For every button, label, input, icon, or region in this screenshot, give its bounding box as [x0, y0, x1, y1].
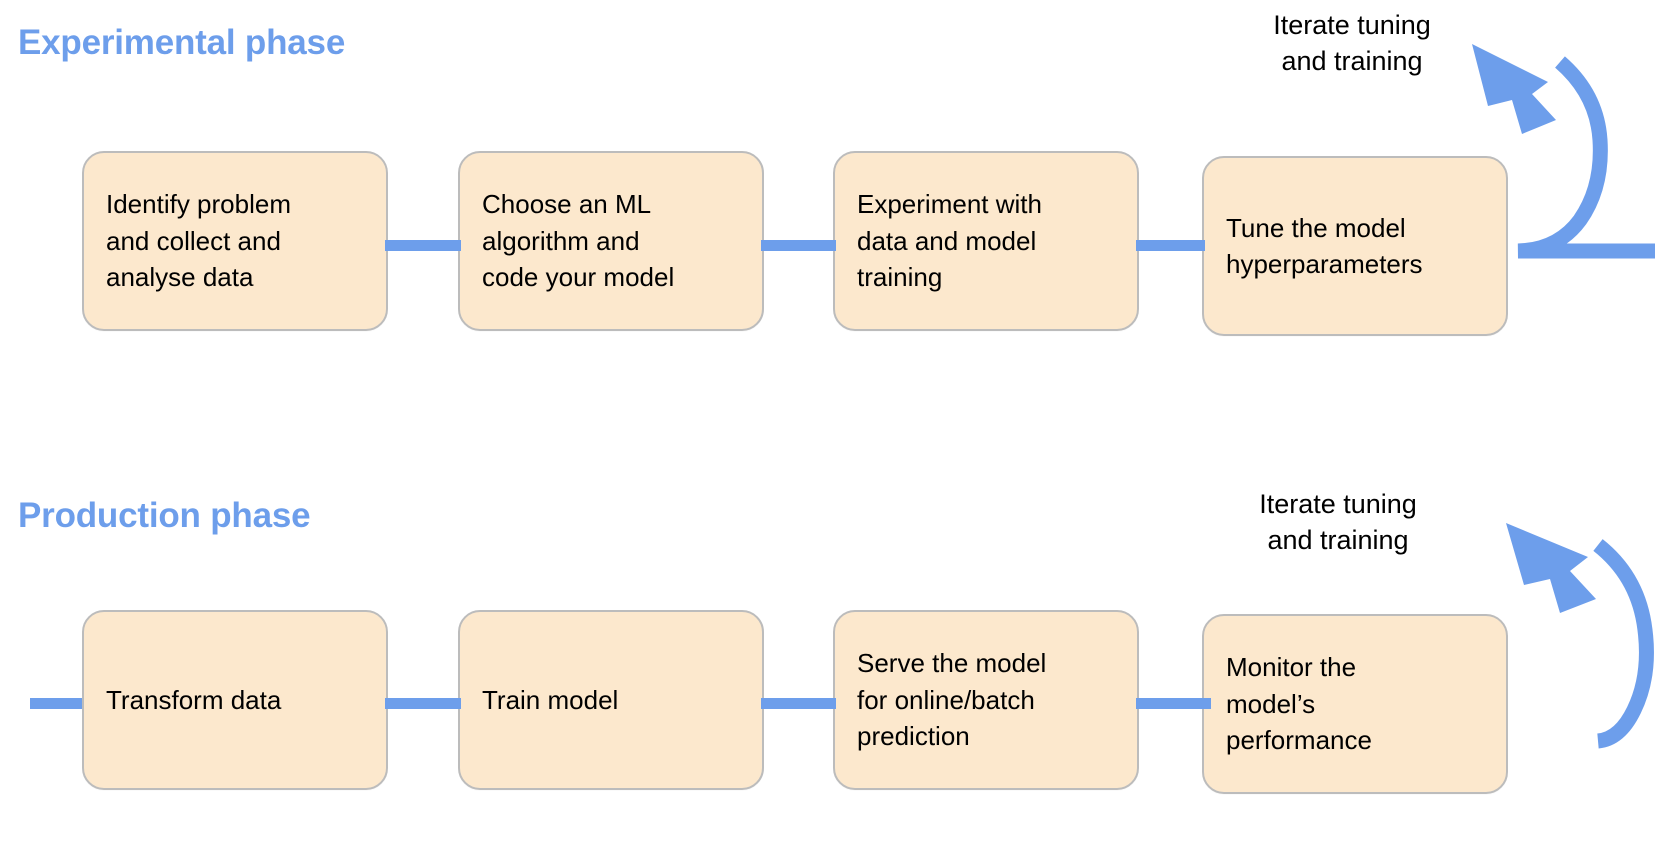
- connector-top-3: [1136, 240, 1205, 251]
- process-box-transform-data[interactable]: Transform data: [82, 610, 388, 790]
- connector-top-2: [761, 240, 836, 251]
- process-box-choose-algorithm[interactable]: Choose an ML algorithm and code your mod…: [458, 151, 764, 331]
- process-box-experiment[interactable]: Experiment with data and model training: [833, 151, 1139, 331]
- loop-arrow-icon: [1506, 523, 1654, 749]
- process-box-label: Identify problem and collect and analyse…: [106, 189, 291, 293]
- process-box-label: Experiment with data and model training: [857, 189, 1042, 293]
- process-box-train-model[interactable]: Train model: [458, 610, 764, 790]
- phase-title-production: Production phase: [18, 496, 311, 535]
- process-box-identify-problem[interactable]: Identify problem and collect and analyse…: [82, 151, 388, 331]
- loop-label-experimental: Iterate tuning and training: [1273, 10, 1431, 76]
- process-box-label: Serve the model for online/batch predict…: [857, 648, 1047, 752]
- process-box-label: Choose an ML algorithm and code your mod…: [482, 189, 675, 293]
- process-box-label: Train model: [482, 684, 619, 715]
- process-box-monitor-model[interactable]: Monitor the model’s performance: [1202, 614, 1508, 794]
- process-box-label: Monitor the model’s performance: [1226, 652, 1372, 756]
- process-box-serve-model[interactable]: Serve the model for online/batch predict…: [833, 610, 1139, 790]
- process-box-tune-hyperparameters[interactable]: Tune the model hyperparameters: [1202, 156, 1508, 336]
- connector-top-1: [385, 240, 461, 251]
- phase-title-experimental: Experimental phase: [18, 23, 346, 62]
- connector-bottom-inbound: [30, 698, 84, 709]
- process-box-label: Tune the model hyperparameters: [1226, 212, 1423, 279]
- connector-bottom-3: [1136, 698, 1211, 709]
- connector-bottom-1: [385, 698, 461, 709]
- process-box-label: Transform data: [106, 684, 282, 715]
- loop-label-production: Iterate tuning and training: [1259, 489, 1417, 555]
- loop-arrow-icon: [1472, 44, 1655, 259]
- connector-bottom-2: [761, 698, 836, 709]
